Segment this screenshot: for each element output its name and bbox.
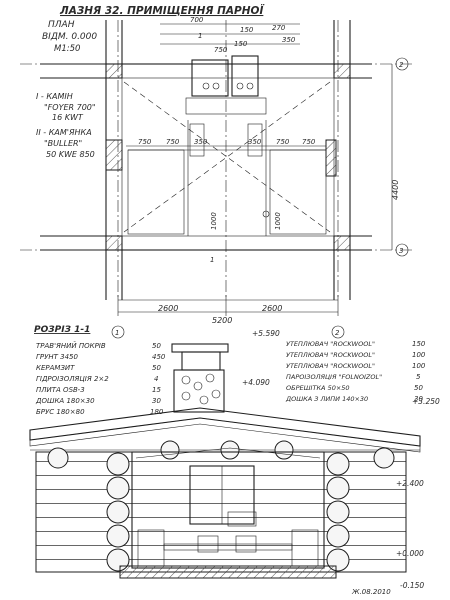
layer-right-3-value: 100 [412,362,426,370]
dim-row-1: 750 [138,138,152,146]
layer-right-1-value: 150 [412,340,426,348]
heater-2-power: 50 KWE 850 [46,150,95,159]
dim-total: 5200 [212,316,232,325]
layer-left-6-name: ДОШКА 180×30 [35,397,95,405]
dim-top-2: 150 [240,26,254,34]
dim-vertical-2: 1000 [274,212,282,230]
dim-top-4: 150 [234,40,248,48]
layer-left-4-value: 4 [154,375,158,383]
dim-top-3: 270 [272,24,286,32]
section-label: РОЗРІЗ 1-1 [34,325,90,335]
plan-level: ВІДМ. 0.000 [42,32,97,42]
dim-row-5: 750 [276,138,290,146]
level-mid: +4.090 [242,378,270,387]
drawing-title: ЛАЗНЯ 32. ПРИМІЩЕННЯ ПАРНОЇ [59,3,264,17]
layer-left-5-value: 15 [152,386,161,394]
layer-left-4-name: ГІДРОІЗОЛЯЦІЯ 2×2 [36,375,109,383]
dim-row-4: 350 [248,138,262,146]
layer-right-6-value: 30 [414,395,423,403]
plan-structure [20,20,412,300]
dim-top-6: 750 [214,46,228,54]
sauna-interior [119,447,337,579]
layer-left-3-value: 50 [152,364,161,372]
dim-height: 4400 [391,180,400,200]
plan-label: ПЛАН [48,20,75,30]
level-zero: +0.000 [396,549,424,558]
layer-left-7-value: 180 [150,408,164,416]
signature: Ж.08.2010 [351,588,391,596]
level-3250: +3.250 [412,397,440,406]
heater-1-model: "FOYER 700" [44,103,96,112]
dim-vertical-1: 1000 [210,212,218,230]
plan-dimensions: 700 150 270 150 350 750 750 750 350 350 … [117,16,409,325]
dim-overall-left: 2600 [158,304,178,313]
level-2400: +2.400 [396,479,424,488]
plan-annotations: ПЛАН ВІДМ. 0.000 М1:50 І - КАМІН "FOYER … [36,20,97,159]
chimney [171,343,229,413]
layer-left-5-name: ПЛИТА OSB-3 [36,386,85,394]
dim-row-3: 350 [194,138,208,146]
layer-right-6-name: ДОШКА З ЛИПИ 140×30 [285,395,368,403]
layer-left-1-name: ТРАВ'ЯНИЙ ПОКРІВ [36,341,106,350]
dim-row-2: 750 [166,138,180,146]
heater-2-model: "BULLER" [44,139,82,148]
level-bottom: -0.150 [400,581,424,590]
dim-top-5: 350 [282,36,296,44]
section-axis-right: 2 [335,329,340,337]
log-walls [35,440,407,573]
section-axis-left: 1 [115,329,119,337]
layer-left-1-value: 50 [152,342,161,350]
layer-right-5-value: 50 [414,384,423,392]
layer-right-3-name: УТЕПЛЮВАЧ "ROCKWOOL" [286,362,375,370]
heater-1-power: 16 KWT [52,113,84,122]
layer-list-right: УТЕПЛЮВАЧ "ROCKWOOL" 150 УТЕПЛЮВАЧ "ROCK… [285,340,426,403]
layer-left-7-name: БРУС 180×80 [36,408,85,416]
axis-b-marker: 3 [399,247,403,255]
layer-left-2-name: ГРУНТ 3450 [36,353,79,361]
heater-1-label: І - КАМІН [36,92,73,101]
layer-right-2-value: 100 [412,351,426,359]
layer-right-4-name: ПАРОІЗОЛЯЦІЯ "FOLNOIZOL" [286,373,382,381]
layer-left-6-value: 30 [152,397,161,405]
section-axes: 1 2 [111,325,345,339]
dim-overall-right: 2600 [262,304,282,313]
dim-top-1: 700 [190,16,204,24]
layer-right-5-name: ОБРЕШІТКА 50×50 [286,384,350,392]
axis-c-marker: 2 [399,61,404,69]
cut-mark-bottom: 1 [210,256,214,264]
layer-right-2-name: УТЕПЛЮВАЧ "ROCKWOOL" [286,351,375,359]
layer-right-4-value: 5 [416,373,421,381]
heater-2-label: ІІ - КАМ'ЯНКА [36,128,92,137]
plan-scale: М1:50 [54,44,80,54]
layer-right-1-name: УТЕПЛЮВАЧ "ROCKWOOL" [286,340,375,348]
layer-left-2-value: 450 [152,353,166,361]
cut-mark-top: 1 [198,32,202,40]
dim-row-6: 750 [302,138,316,146]
level-top: +5.590 [252,329,280,338]
layer-left-3-name: КЕРАМЗИТ [36,364,75,372]
layer-list-left: ТРАВ'ЯНИЙ ПОКРІВ 50 ГРУНТ 3450 450 КЕРАМ… [35,341,166,416]
